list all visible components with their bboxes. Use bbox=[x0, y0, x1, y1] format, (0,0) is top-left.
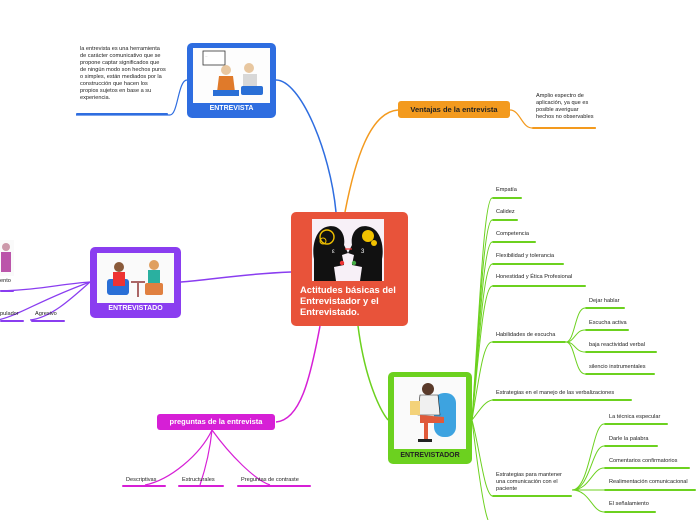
escucha-baja-reactividad: baja reactividad verbal bbox=[589, 342, 645, 348]
comunicacion-darle-palabra: Darle la palabra bbox=[609, 436, 649, 442]
ventajas-detail-underline bbox=[532, 127, 596, 129]
entrevistado-agresivo-underline bbox=[31, 320, 65, 322]
comunicacion-comentarios-underline bbox=[604, 467, 690, 469]
entrevistador-item-comunicacion-underline bbox=[492, 495, 572, 497]
svg-text:ε: ε bbox=[332, 249, 335, 255]
central-illustration: ε 3 bbox=[312, 219, 384, 281]
comunicacion-senalamiento: El señalamiento bbox=[609, 501, 649, 507]
escucha-baja-reactividad-underline bbox=[585, 351, 657, 353]
pregunta-contraste-underline bbox=[237, 485, 311, 487]
entrevistador-item-verbalizaciones-underline bbox=[492, 399, 632, 401]
comunicacion-realimentacion: Realimentación comunicacional bbox=[609, 479, 688, 485]
escucha-silencio-underline bbox=[585, 373, 655, 375]
entrevista-node[interactable]: ... ENTREVISTA bbox=[187, 43, 276, 118]
central-title: Actitudes básicas del Entrevistador y el… bbox=[300, 284, 396, 317]
comunicacion-darle-palabra-underline bbox=[604, 445, 658, 447]
entrevista-description: la entrevista es una herramienta de cará… bbox=[80, 46, 166, 101]
escucha-activa-underline bbox=[585, 329, 629, 331]
svg-text:3: 3 bbox=[361, 249, 365, 255]
pregunta-contraste: Preguntas de contraste bbox=[241, 477, 299, 483]
escucha-activa: Escucha activa bbox=[589, 320, 627, 326]
escucha-silencio: silencio instrumentales bbox=[589, 364, 646, 370]
pregunta-descriptivas: Descriptivas bbox=[126, 477, 157, 483]
entrevistador-label: ENTREVISTADOR bbox=[400, 452, 460, 459]
entrevistador-item-empatia-underline bbox=[492, 197, 522, 199]
entrevistado-cut-label: ento bbox=[0, 278, 11, 284]
entrevistado-side-image bbox=[0, 240, 14, 276]
entrevistador-item-honestidad: Honestidad y Ética Profesional bbox=[496, 274, 573, 280]
entrevistador-item-escucha: Habilidades de escucha bbox=[496, 332, 556, 338]
comunicacion-senalamiento-underline bbox=[604, 511, 656, 513]
entrevistador-item-empatia: Empatía bbox=[496, 187, 517, 193]
comunicacion-tecnica-especular-underline bbox=[604, 423, 668, 425]
entrevistado-label: ENTREVISTADO bbox=[108, 305, 163, 312]
entrevistador-item-comunicacion: Estrategias para mantener una comunicaci… bbox=[496, 472, 562, 492]
entrevistado-cut-bottom: pulador bbox=[0, 311, 19, 317]
entrevistador-node[interactable]: ENTREVISTADOR bbox=[388, 372, 472, 464]
pregunta-estructurales-underline bbox=[178, 485, 224, 487]
pregunta-descriptivas-underline bbox=[122, 485, 166, 487]
entrevistado-cut-bottom-underline bbox=[0, 320, 24, 322]
pregunta-estructurales: Estructurales bbox=[182, 477, 215, 483]
preguntas-topic[interactable]: preguntas de la entrevista bbox=[157, 414, 275, 430]
entrevistador-item-calidez-underline bbox=[492, 219, 518, 221]
entrevistador-item-calidez: Calidez bbox=[496, 209, 515, 215]
entrevistador-item-competencia-underline bbox=[492, 241, 536, 243]
svg-text:...: ... bbox=[205, 54, 208, 58]
entrevistado-node[interactable]: ENTREVISTADO bbox=[90, 247, 181, 318]
entrevistador-illustration bbox=[394, 377, 466, 449]
entrevistador-item-honestidad-underline bbox=[492, 285, 586, 287]
ventajas-detail: Amplio espectro de aplicación, ya que es… bbox=[536, 93, 594, 120]
entrevista-description-underline bbox=[76, 113, 168, 115]
comunicacion-tecnica-especular: La técnica especular bbox=[609, 414, 661, 420]
entrevistador-item-flexibilidad-underline bbox=[492, 263, 564, 265]
ventajas-topic[interactable]: Ventajas de la entrevista bbox=[398, 101, 510, 118]
comunicacion-realimentacion-underline bbox=[604, 489, 696, 491]
entrevistado-cut-underline bbox=[0, 290, 14, 292]
entrevistado-agresivo: Agresivo bbox=[35, 311, 57, 317]
comunicacion-comentarios: Comentarios confirmatorios bbox=[609, 458, 678, 464]
escucha-dejar-hablar-underline bbox=[585, 307, 625, 309]
entrevistador-item-flexibilidad: Flexibilidad y tolerancia bbox=[496, 253, 555, 259]
central-node[interactable]: ε 3 Actitudes básicas del Entrevistador … bbox=[291, 212, 408, 326]
entrevistador-item-verbalizaciones: Estrategias en el manejo de las verbaliz… bbox=[496, 390, 615, 396]
entrevista-label: ENTREVISTA bbox=[209, 105, 254, 112]
entrevista-illustration: ... bbox=[193, 48, 270, 103]
entrevistador-item-escucha-underline bbox=[492, 341, 566, 343]
escucha-dejar-hablar: Dejar hablar bbox=[589, 298, 620, 304]
entrevistado-illustration bbox=[97, 253, 174, 303]
entrevistador-item-competencia: Competencia bbox=[496, 231, 529, 237]
